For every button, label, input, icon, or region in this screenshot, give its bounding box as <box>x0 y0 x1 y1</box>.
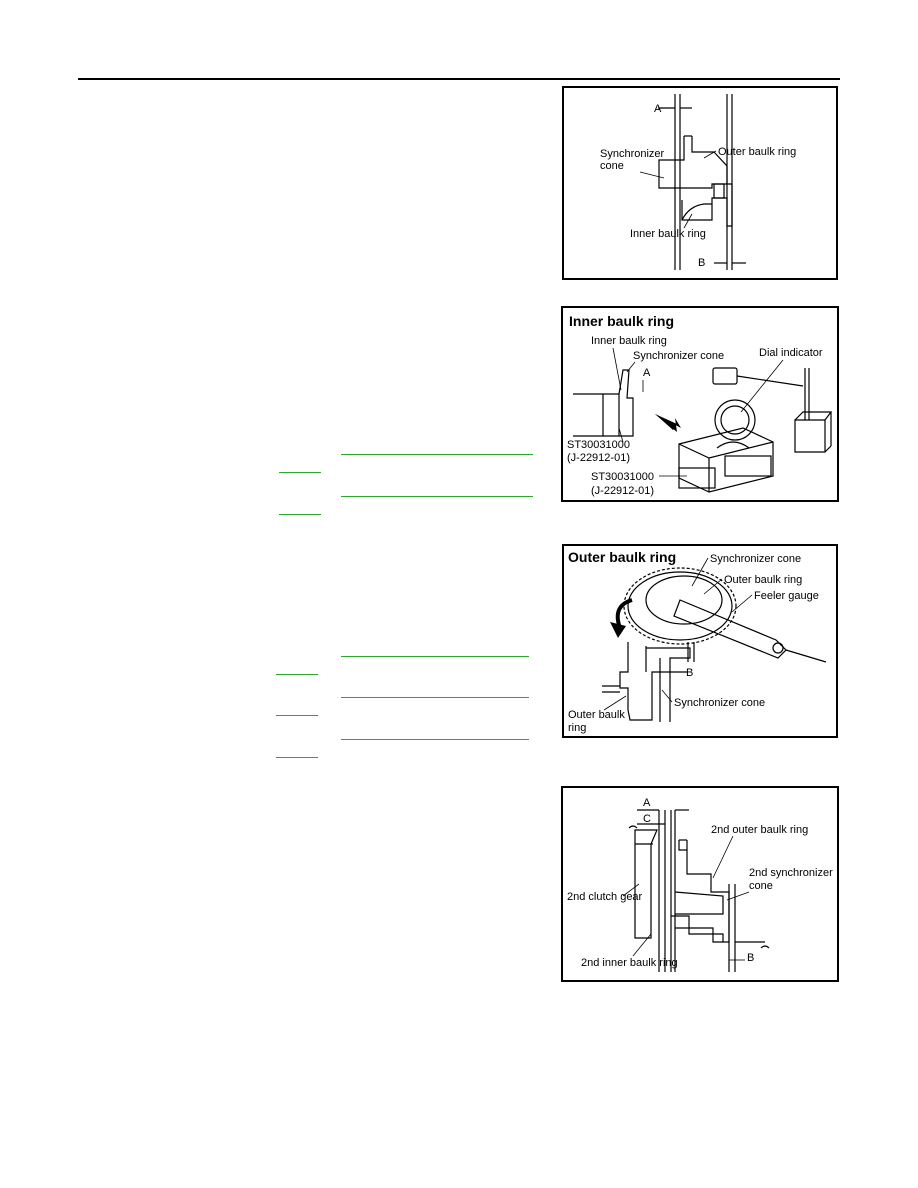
fig3-label-feeler-gauge: Feeler gauge <box>754 590 819 602</box>
fig2-label-tool-2a: ST30031000 <box>591 471 654 483</box>
reference-line <box>341 739 529 740</box>
reference-line <box>276 715 318 716</box>
fig1-label-outer-baulk-ring: Outer baulk ring <box>718 146 796 158</box>
fig1-label-b: B <box>698 257 705 269</box>
fig4-label-2nd-synchronizer-cone-1: 2nd synchronizer <box>749 867 833 879</box>
reference-line <box>341 697 529 698</box>
fig2-label-inner-baulk-ring: Inner baulk ring <box>591 335 667 347</box>
fig4-label-a: A <box>643 797 651 809</box>
figure-1-drawing: A B Synchronizer cone Outer baulk ring I… <box>600 94 796 270</box>
figure-3-drawing: Outer baulk ring Synchronizer cone Outer… <box>568 549 827 734</box>
figure-2nd-baulk-ring-clearance: A C 2nd outer baulk ring 2nd synchronize… <box>561 786 839 982</box>
fig2-label-synchronizer-cone: Synchronizer cone <box>633 350 724 362</box>
reference-line <box>341 656 529 657</box>
fig1-label-synchronizer-cone-2: cone <box>600 160 624 172</box>
reference-line <box>341 454 533 455</box>
fig3-label-outer-baulk-ring-bottom-2: ring <box>568 722 586 734</box>
fig4-label-2nd-inner-baulk-ring: 2nd inner baulk ring <box>581 957 678 969</box>
figure-baulk-ring-clearance: A B Synchronizer cone Outer baulk ring I… <box>562 86 838 280</box>
reference-line <box>276 674 318 675</box>
fig2-label-tool-1b: (J-22912-01) <box>567 452 630 464</box>
fig2-title: Inner baulk ring <box>569 313 674 329</box>
fig1-label-synchronizer-cone-1: Synchronizer <box>600 148 665 160</box>
fig3-label-outer-baulk-ring-top: Outer baulk ring <box>724 574 802 586</box>
fig4-label-2nd-outer-baulk-ring: 2nd outer baulk ring <box>711 824 808 836</box>
fig4-label-2nd-synchronizer-cone-2: cone <box>749 880 773 892</box>
figure-2-drawing: Inner baulk ring Inner baulk ring <box>567 313 833 497</box>
fig4-label-2nd-clutch-gear: 2nd clutch gear <box>567 891 643 903</box>
header-rule <box>78 78 840 80</box>
fig2-label-dial-indicator: Dial indicator <box>759 347 823 359</box>
fig3-title: Outer baulk ring <box>568 549 676 565</box>
figure-outer-baulk-ring: Outer baulk ring Synchronizer cone Outer… <box>562 544 838 738</box>
figure-inner-baulk-ring: Inner baulk ring Inner baulk ring <box>561 306 839 502</box>
fig3-label-outer-baulk-ring-bottom-1: Outer baulk <box>568 709 625 721</box>
fig2-label-a: A <box>643 367 651 379</box>
fig1-label-a: A <box>654 103 662 115</box>
fig3-label-synchronizer-cone-top: Synchronizer cone <box>710 553 801 565</box>
fig1-label-inner-baulk-ring: Inner baulk ring <box>630 228 706 240</box>
fig4-label-c: C <box>643 813 651 825</box>
fig3-label-b: B <box>686 667 693 679</box>
fig4-label-b: B <box>747 952 754 964</box>
reference-line <box>279 472 321 473</box>
reference-line <box>341 496 533 497</box>
reference-line <box>279 514 321 515</box>
fig3-label-synchronizer-cone-bottom: Synchronizer cone <box>674 697 765 709</box>
fig2-label-tool-1a: ST30031000 <box>567 439 630 451</box>
reference-line <box>276 757 318 758</box>
fig2-label-tool-2b: (J-22912-01) <box>591 485 654 497</box>
figure-4-drawing: A C 2nd outer baulk ring 2nd synchronize… <box>567 797 833 972</box>
